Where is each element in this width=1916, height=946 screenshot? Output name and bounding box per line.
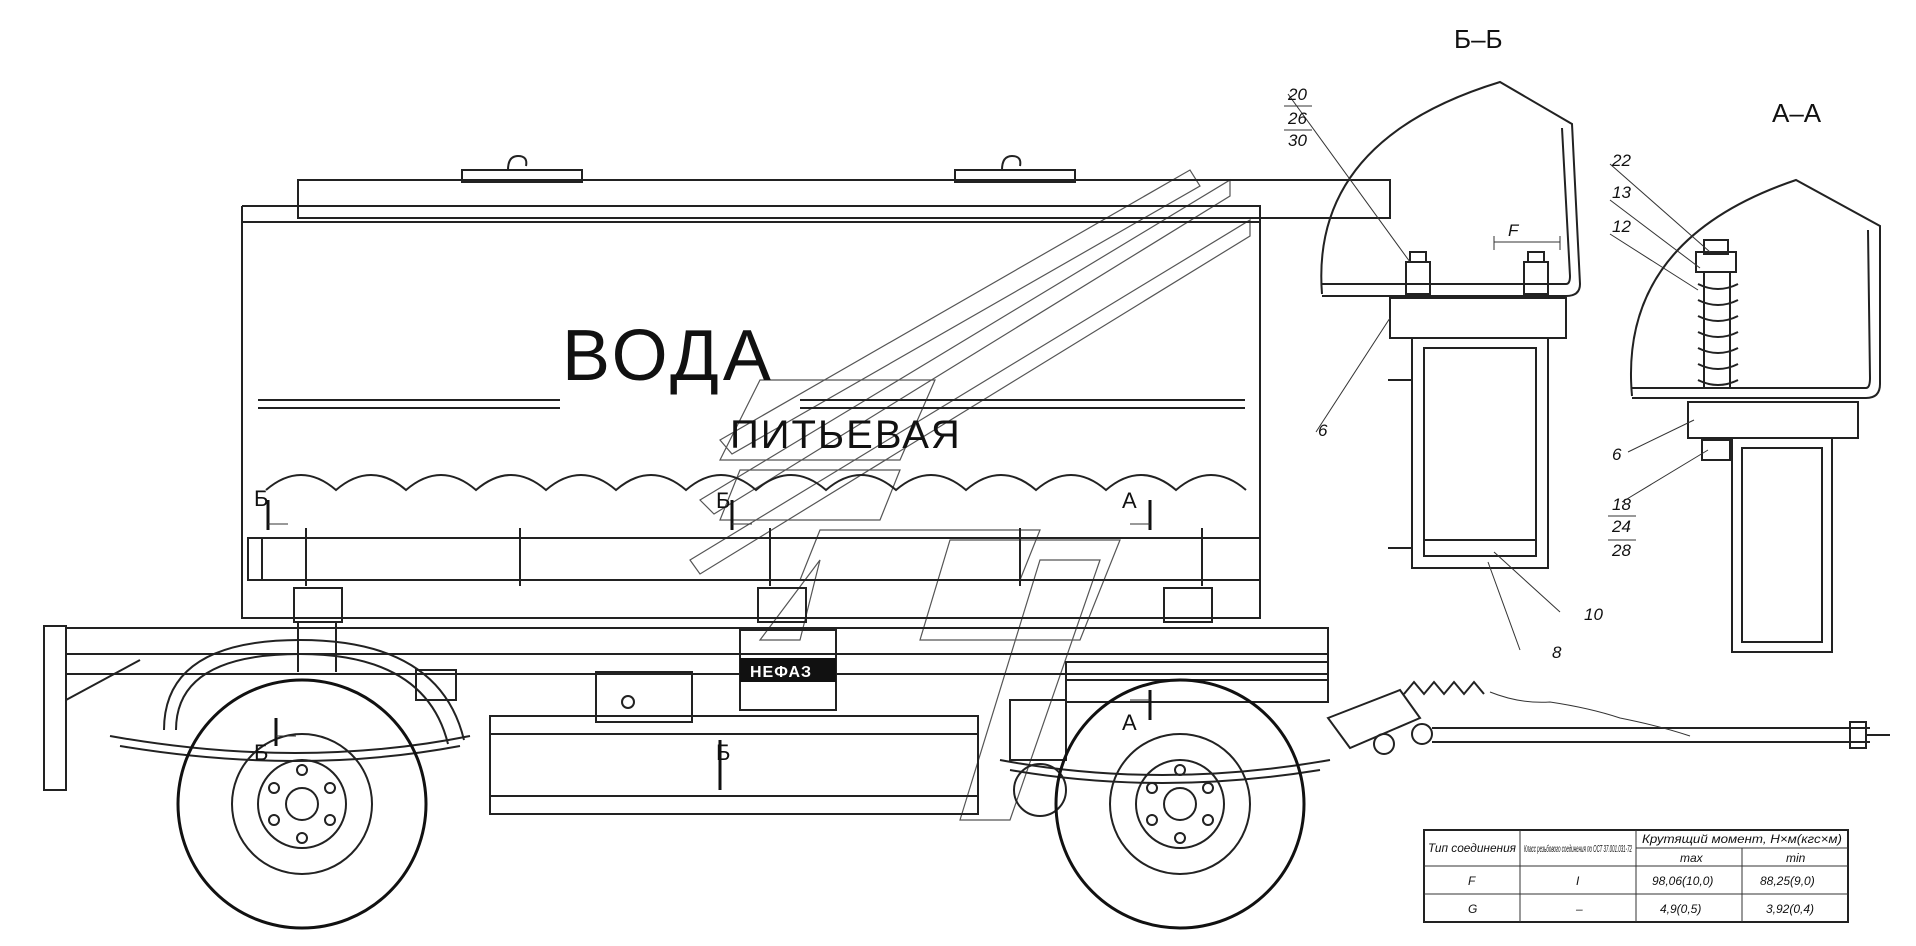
table-header-max: max (1680, 851, 1704, 865)
callout-aa-22: 22 (1611, 151, 1631, 170)
table-header-torque: Крутящий момент, Н×м(кгс×м) (1642, 832, 1842, 846)
cut-mark-b4: Б (716, 740, 730, 765)
section-b-detail (1287, 80, 1582, 651)
section-a-title: А–А (1772, 98, 1822, 128)
callout-bb-10: 10 (1584, 605, 1603, 624)
callout-aa-13: 13 (1612, 183, 1631, 202)
tank-label-sub: ПИТЬЕВАЯ (730, 413, 962, 457)
table-row-class: I (1576, 874, 1580, 888)
callout-bb-8: 8 (1552, 643, 1562, 662)
callout-aa-24: 24 (1611, 517, 1631, 536)
cut-mark-b2: Б (716, 488, 730, 513)
table-header-class: Класс резьбового соединения по ОСТ 37.00… (1524, 843, 1632, 855)
callout-bb-6: 6 (1318, 421, 1328, 440)
dimension-label-f: F (1508, 221, 1520, 240)
brand-plate (740, 658, 836, 682)
water-tank (241, 154, 1391, 619)
cut-mark-b1: Б (254, 486, 268, 511)
table-row-max: 98,06(10,0) (1652, 874, 1713, 888)
brand-plate-text: НЕФАЗ (750, 664, 812, 681)
watermark-logo (689, 169, 1251, 821)
tank-label-main: ВОДА (562, 316, 775, 396)
table-row-class: – (1575, 902, 1583, 916)
callout-bb-30: 30 (1288, 131, 1307, 150)
table-row-type: G (1468, 902, 1477, 916)
section-a-detail (1609, 163, 1881, 653)
cut-mark-a2: А (1122, 710, 1137, 735)
cut-mark-b3: Б (254, 740, 268, 765)
table-row-type: F (1468, 874, 1476, 888)
rear-wheel (176, 678, 428, 930)
section-b-title: Б–Б (1454, 24, 1503, 54)
torque-table (1423, 829, 1849, 923)
front-wheel (1054, 678, 1306, 930)
cut-mark-a1: А (1122, 488, 1137, 513)
table-header-type: Тип соединения (1428, 841, 1517, 855)
section-cut-marks (266, 500, 1152, 790)
callout-bb-20: 20 (1287, 85, 1307, 104)
table-header-min: min (1786, 851, 1806, 865)
table-row-max: 4,9(0,5) (1660, 902, 1701, 916)
callout-aa-12: 12 (1612, 217, 1631, 236)
table-row-min: 88,25(9,0) (1760, 874, 1815, 888)
callout-aa-6: 6 (1612, 445, 1622, 464)
callout-aa-18: 18 (1612, 495, 1631, 514)
trailer-chassis (43, 587, 1890, 817)
table-row-min: 3,92(0,4) (1766, 902, 1814, 916)
callout-bb-26: 26 (1287, 109, 1307, 128)
callout-aa-28: 28 (1611, 541, 1631, 560)
